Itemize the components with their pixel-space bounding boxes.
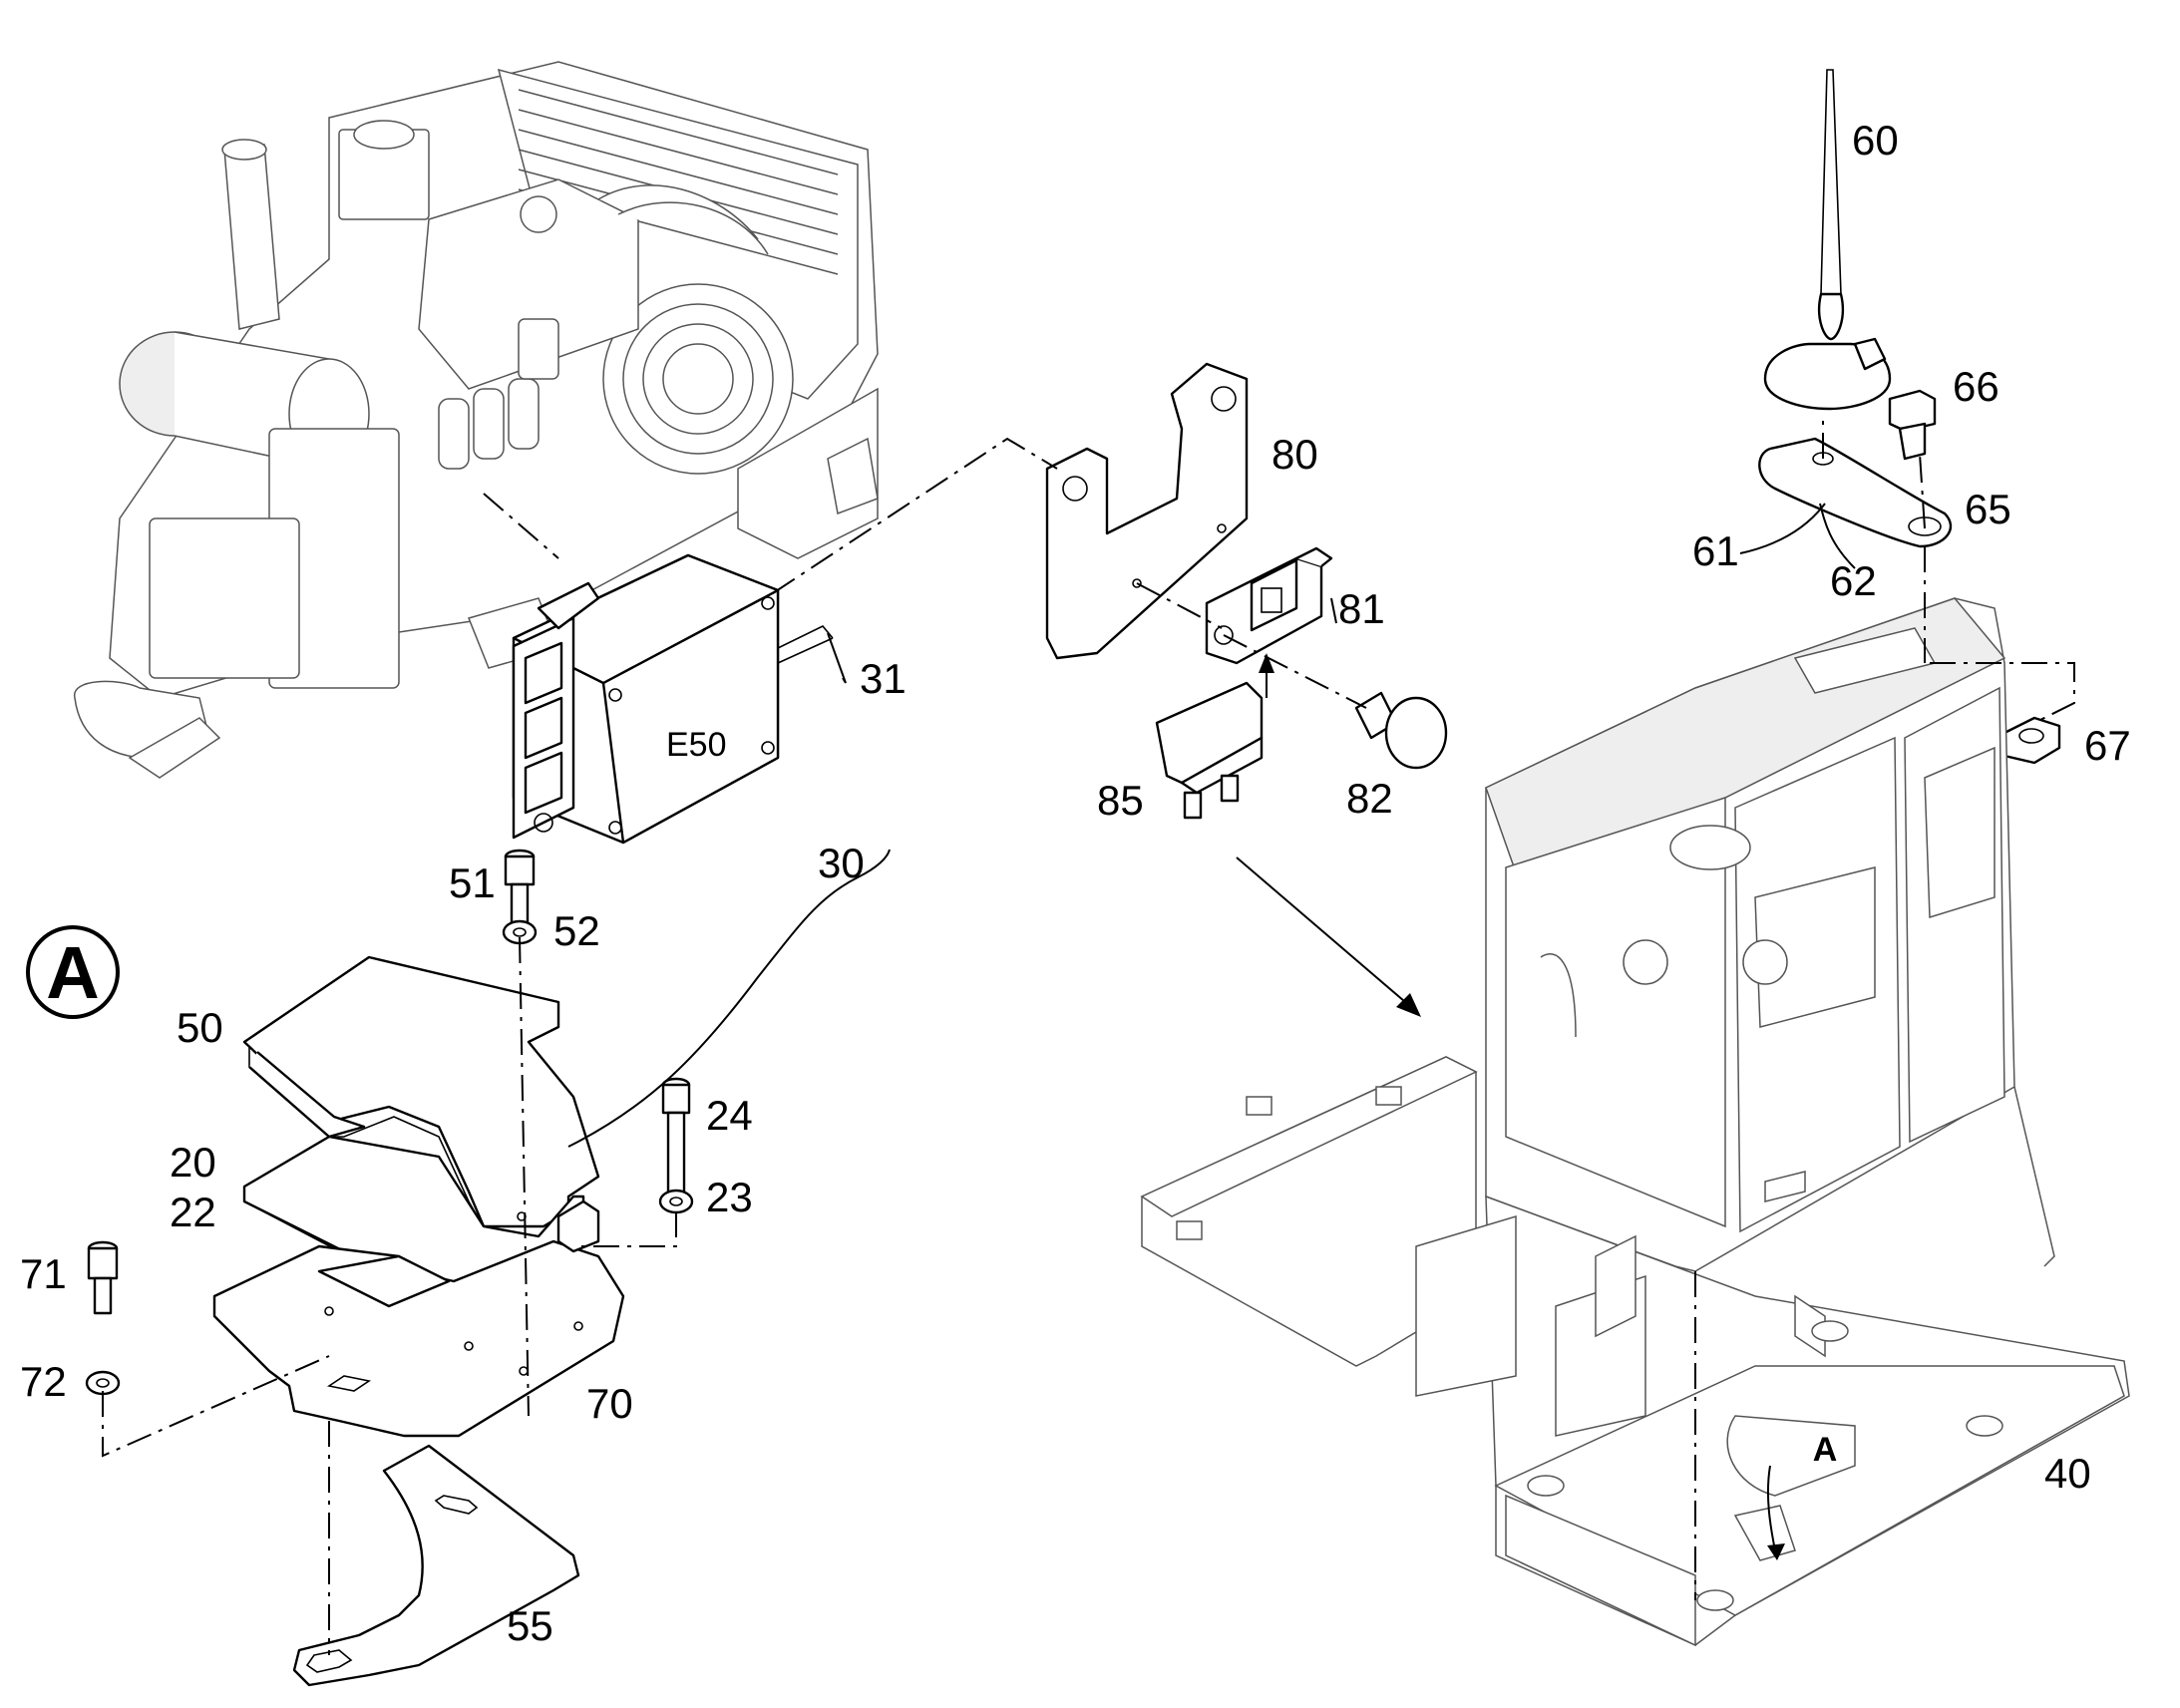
callout-71: 71	[20, 1250, 67, 1297]
detail-marker-letter: A	[46, 931, 99, 1014]
cab-assembly	[1485, 597, 2015, 1272]
callout-50: 50	[177, 1004, 223, 1051]
callout-55: 55	[507, 1602, 553, 1649]
callout-65: 65	[1965, 486, 2011, 532]
callout-80: 80	[1272, 431, 1318, 478]
callout-82: 82	[1346, 775, 1393, 822]
cable-30	[567, 849, 891, 1148]
callout-30: 30	[818, 840, 865, 886]
callout-20: 20	[170, 1139, 216, 1186]
callout-81: 81	[1338, 585, 1385, 632]
callout-52: 52	[553, 907, 600, 954]
location-arrowhead	[1396, 993, 1421, 1017]
callout-62: 62	[1830, 557, 1877, 604]
frame-pointer	[1766, 1465, 1776, 1551]
fuse-arrowhead	[1259, 653, 1274, 673]
plate-55	[292, 1444, 580, 1687]
callout-24: 24	[706, 1092, 753, 1139]
callout-61: 61	[1692, 527, 1739, 574]
bolt-71	[87, 1240, 119, 1315]
callouts: 60 66 65 61 62 67 80 81 82 85 31 30 51 5…	[20, 117, 2131, 1649]
bolt-24	[661, 1077, 691, 1195]
bolt-51	[504, 849, 536, 926]
callout-40: 40	[2044, 1450, 2091, 1497]
callout-51: 51	[449, 859, 496, 906]
base-plate-70	[212, 1199, 625, 1438]
callout-31: 31	[860, 655, 907, 702]
antenna-60	[1763, 69, 1892, 411]
leader-61	[1739, 503, 1826, 554]
module-tag: E50	[666, 726, 727, 764]
frame-pointer-head	[1767, 1543, 1785, 1560]
callout-23: 23	[706, 1174, 753, 1220]
washer-23	[658, 1189, 694, 1214]
callout-72: 72	[20, 1358, 67, 1405]
callout-60: 60	[1852, 117, 1899, 164]
assembly-lines	[102, 414, 2075, 1655]
upper-frame-40	[1140, 1056, 2130, 1647]
callout-70: 70	[586, 1380, 633, 1427]
ecu-module-e50: E50	[512, 553, 834, 845]
location-arrow	[1236, 856, 1412, 1008]
nut-67	[2002, 716, 2061, 765]
leader-31	[827, 632, 847, 684]
detail-marker-a: A	[26, 925, 120, 1019]
washer-72	[85, 1370, 121, 1396]
fuse-holder-81	[1205, 546, 1333, 665]
frame-marker-a: A	[1813, 1431, 1838, 1469]
callout-67: 67	[2084, 722, 2131, 769]
leader-81	[1330, 597, 1337, 624]
bolt-66	[1888, 389, 1937, 461]
bracket-80	[1045, 362, 1249, 660]
callout-85: 85	[1097, 777, 1144, 824]
fuse-85	[1155, 681, 1264, 820]
screw-82	[1354, 691, 1448, 770]
engine-assembly	[74, 61, 879, 779]
callout-22: 22	[170, 1189, 216, 1235]
callout-66: 66	[1953, 363, 1999, 410]
leader-62	[1819, 503, 1856, 569]
